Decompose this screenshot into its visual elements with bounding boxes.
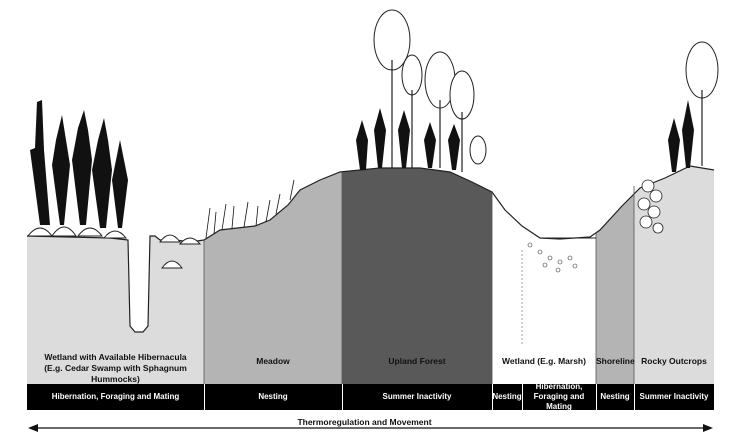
deciduous-trees-forest: [356, 9, 487, 172]
zone-shoreline: [596, 166, 634, 384]
habitat-label-line: Upland Forest: [388, 356, 446, 366]
rock-pile: [637, 179, 664, 234]
activity-bar: [27, 384, 714, 410]
zone-upland-forest: [342, 166, 492, 384]
activity-nesting-marsh: Nesting: [492, 392, 522, 401]
conifer-trees-wetland: [30, 100, 128, 228]
activity-nesting-shoreline: Nesting: [600, 392, 630, 401]
activity-divider: [596, 384, 597, 410]
habitat-label-wetland-hibernacula: Wetland with Available Hibernacula (E.g.…: [27, 352, 204, 385]
activity-divider: [492, 384, 493, 410]
ground-profile: [26, 165, 715, 333]
habitat-label-meadow: Meadow: [204, 356, 342, 367]
habitat-label-line: Rocky Outcrops: [641, 356, 707, 366]
zone-dividers: [203, 172, 635, 384]
activity-hibernation-foraging-mating: Hibernation, Foraging and Mating: [51, 392, 180, 401]
activity-divider: [342, 384, 343, 410]
activity-divider: [522, 384, 523, 410]
activity-divider: [204, 384, 205, 410]
trees-rocky-outcrops: [668, 41, 719, 172]
activity-hibernation-foraging-mating-marsh: Hibernation, Foraging and Mating: [533, 382, 585, 411]
habitat-label-line: (E.g. Cedar Swamp with Sphagnum Hummocks…: [44, 363, 187, 384]
habitat-label-line: Meadow: [256, 356, 290, 366]
activity-divider: [634, 384, 635, 410]
movement-label: Thermoregulation and Movement: [297, 417, 432, 427]
habitat-label-upland-forest: Upland Forest: [342, 356, 492, 367]
sphagnum-hummocks: [26, 226, 202, 269]
activity-summer-inactivity-rocky: Summer Inactivity: [639, 392, 709, 401]
habitat-label-rocky-outcrops: Rocky Outcrops: [634, 356, 714, 367]
zone-meadow: [204, 166, 342, 384]
habitat-label-line: Wetland (E.g. Marsh): [502, 356, 586, 366]
habitat-zones: [27, 166, 714, 384]
marsh-pebbles: [527, 242, 578, 273]
movement-arrow: [28, 424, 713, 432]
activity-summer-inactivity-forest: Summer Inactivity: [382, 392, 452, 401]
habitat-label-wetland-marsh: Wetland (E.g. Marsh): [492, 356, 596, 367]
habitat-label-line: Wetland with Available Hibernacula: [44, 352, 187, 362]
habitat-label-shoreline: Shoreline: [596, 356, 635, 367]
meadow-grass: [205, 179, 295, 239]
activity-nesting-meadow: Nesting: [258, 392, 288, 401]
habitat-label-line: Shoreline: [596, 356, 635, 366]
